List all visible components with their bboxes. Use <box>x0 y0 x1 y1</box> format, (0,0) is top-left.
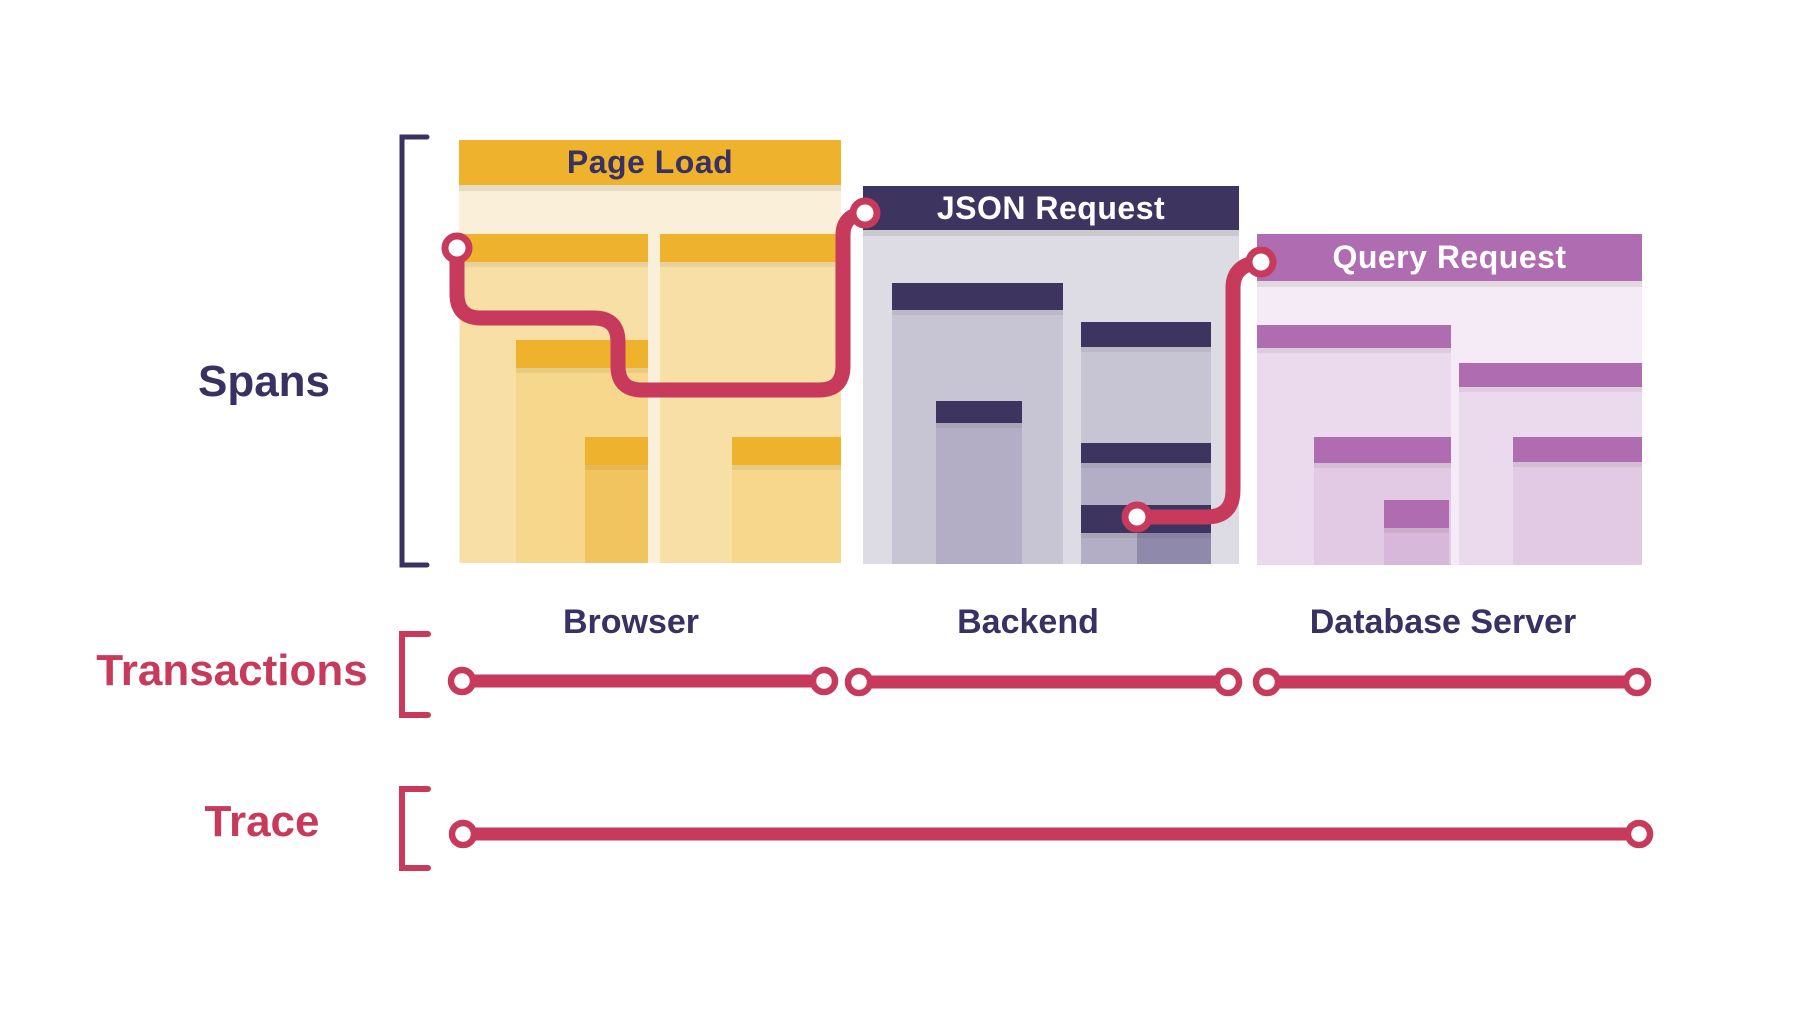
span-body <box>1384 528 1449 565</box>
span-bar <box>1257 325 1451 348</box>
span-bar <box>732 437 841 465</box>
span-bar <box>1081 505 1211 533</box>
span-bar <box>1459 363 1642 387</box>
span-bar <box>660 234 841 262</box>
span-bar <box>1314 437 1451 463</box>
span-body <box>1137 533 1211 564</box>
panel-title-query-request: Query Request <box>1332 239 1567 275</box>
span-body <box>732 465 841 563</box>
span-bar <box>460 234 648 262</box>
panel-header-json-request: JSON Request <box>863 186 1239 230</box>
transactions-label: Transactions <box>96 646 368 695</box>
caption-page-load: Browser <box>562 603 700 641</box>
span-body <box>936 423 1022 564</box>
caption-query-request: Database Server <box>1309 603 1577 641</box>
trace-label: Trace <box>204 797 320 846</box>
span-bar <box>1081 322 1211 347</box>
span-body <box>585 465 648 563</box>
span-bar <box>1384 500 1449 528</box>
span-bar <box>585 437 648 465</box>
span-body <box>1513 462 1642 565</box>
caption-json-request: Backend <box>957 603 1099 641</box>
panel-header-query-request: Query Request <box>1257 234 1642 281</box>
spans-label: Spans <box>197 357 331 406</box>
span-bar <box>1081 443 1211 463</box>
panel-title-json-request: JSON Request <box>936 189 1166 226</box>
panel-title-page-load: Page Load <box>566 144 734 180</box>
panel-header-page-load: Page Load <box>459 140 841 185</box>
span-bar <box>936 401 1022 423</box>
span-bar <box>516 340 648 368</box>
span-bar <box>892 283 1063 310</box>
span-bar <box>1513 437 1642 462</box>
